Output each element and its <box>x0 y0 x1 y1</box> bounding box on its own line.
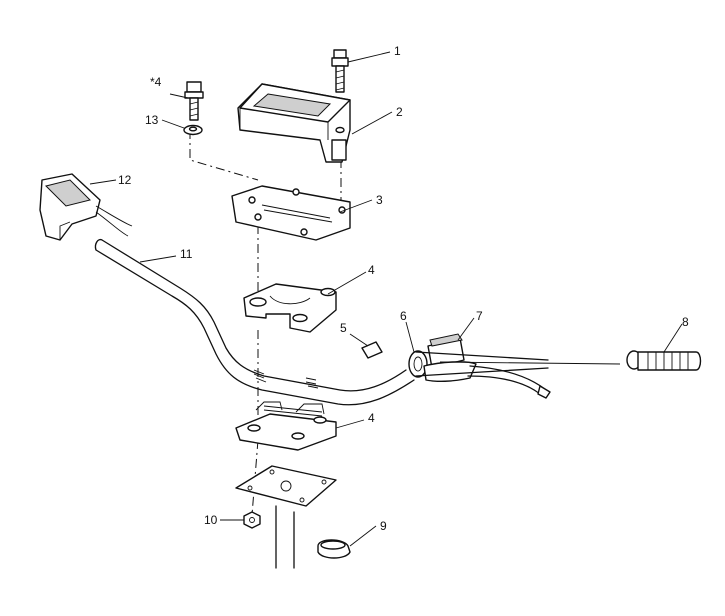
part-8-grip <box>626 350 702 371</box>
part-11-handlebar <box>94 238 415 406</box>
part-3-clamp-plate <box>231 185 351 241</box>
callout-3: 3 <box>376 193 383 207</box>
leader-lines <box>89 51 683 547</box>
callout-2: 2 <box>396 105 403 119</box>
callout-11: 11 <box>180 247 193 261</box>
callout-5: 5 <box>340 321 347 335</box>
part-6-bracket <box>408 350 428 378</box>
callout-9: 9 <box>380 519 387 533</box>
callout-4-lower: 4 <box>368 411 375 425</box>
part-4-upper-holder <box>243 283 337 333</box>
part-5-tag <box>361 341 383 359</box>
callout-1: 1 <box>394 44 401 58</box>
callout-6: 6 <box>400 309 407 323</box>
callout-4-upper: 4 <box>368 263 375 277</box>
part-1-bolt <box>331 49 349 93</box>
steering-post <box>235 465 337 569</box>
part-9-clip <box>317 539 351 559</box>
callout-13: 13 <box>145 113 159 127</box>
part-7-switch-housing <box>415 333 621 399</box>
assembly-centerlines <box>189 130 342 516</box>
part-13-washer <box>183 124 203 136</box>
part-12-throttle-housing <box>39 173 133 241</box>
part-4-lower-holder <box>235 401 337 451</box>
callout-8: 8 <box>682 315 689 329</box>
callout-7: 7 <box>476 309 483 323</box>
part-4-bolt <box>184 81 204 121</box>
callout-12: 12 <box>118 173 132 187</box>
part-2-handlebar-cover <box>237 83 351 163</box>
callout-10: 10 <box>204 513 218 527</box>
part-10-nut <box>243 511 261 529</box>
callout-4-asterisk: *4 <box>150 75 162 89</box>
callout-labels: 1 2 3 *4 4 4 5 6 7 8 9 10 11 12 13 <box>118 44 689 533</box>
